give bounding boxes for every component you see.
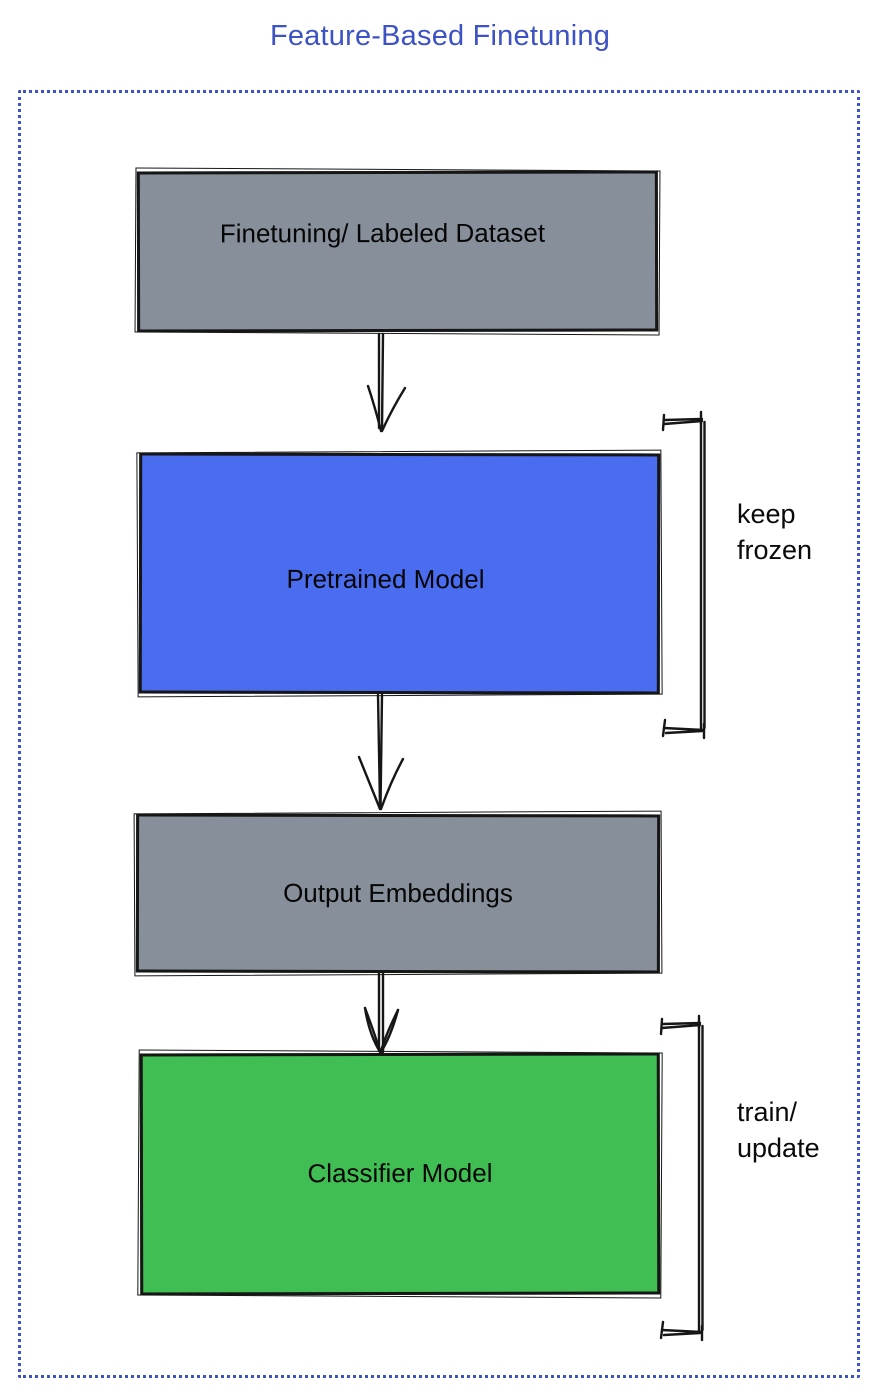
node-finetuning-labeled-dataset: Finetuning/ Labeled Dataset — [136, 170, 659, 333]
arrow-down-icon — [366, 332, 407, 433]
arrow-down-icon — [363, 970, 400, 1054]
diagram-title: Feature-Based Finetuning — [269, 20, 611, 52]
arrow-down-icon — [357, 693, 405, 811]
annotation-keep-frozen: keep frozen — [737, 499, 813, 565]
node-label: Classifier Model — [307, 1158, 493, 1189]
node-label: Finetuning/ Labeled Dataset — [219, 217, 546, 249]
bracket-keep-frozen-icon — [661, 410, 706, 740]
node-label: Pretrained Model — [286, 563, 485, 595]
node-output-embeddings: Output Embeddings — [135, 813, 661, 974]
bracket-train-update-icon — [659, 1014, 704, 1342]
annotation-train-update: train/ update — [737, 1097, 820, 1163]
dotted-frame — [18, 90, 860, 1378]
node-pretrained-model: Pretrained Model — [138, 452, 661, 695]
node-classifier-model: Classifier Model — [139, 1052, 661, 1296]
node-label: Output Embeddings — [283, 877, 513, 909]
